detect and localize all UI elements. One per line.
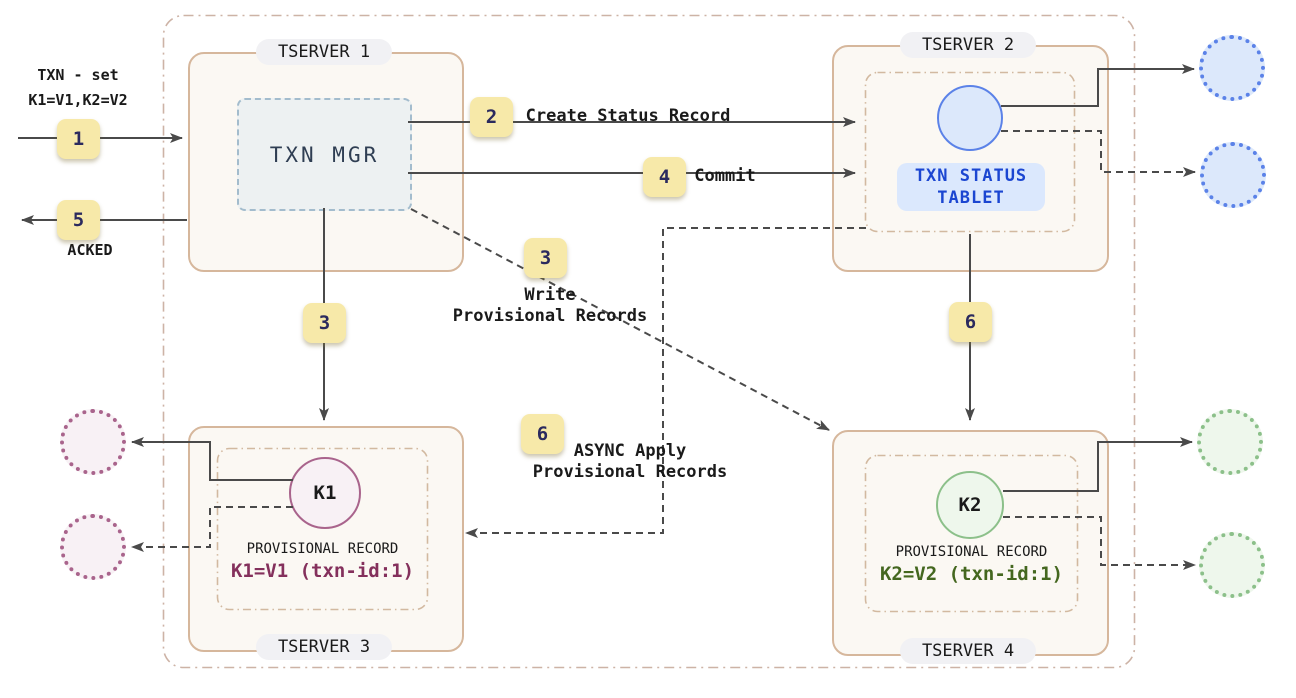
client-request-line1: TXN - set [37, 66, 119, 84]
k2-provisional-record: PROVISIONAL RECORD K2=V2 (txn-id:1) [865, 543, 1078, 587]
txn-status-tablet-circle [937, 85, 1003, 151]
k2-replica-circle-1 [1197, 409, 1263, 475]
tserver2-title: TSERVER 2 [899, 32, 1037, 58]
step-badge-6-async: 6 [521, 414, 564, 454]
write-provisional-line2: Provisional Records [452, 306, 648, 326]
txn-status-tablet-label: TXN STATUS TABLET [897, 163, 1045, 211]
arrow-write-provisional-k2-dashed [410, 208, 830, 431]
txn-mgr-box: TXN MGR [237, 98, 412, 211]
arrow-k2-replicate-2-dashed [1003, 516, 1196, 570]
txn-status-tablet-line1: TXN STATUS [914, 166, 1028, 186]
k1-replica-circle-2 [60, 514, 126, 580]
arrow-status-replicate-2-dashed [1001, 130, 1196, 177]
k1-record-title: PROVISIONAL RECORD [246, 541, 399, 557]
status-replica-circle-2 [1200, 142, 1266, 208]
acked-label: ACKED [67, 241, 113, 259]
tserver3-inner-box [216, 447, 429, 611]
client-request-label: TXN - set K1=V1,K2=V2 [8, 63, 148, 113]
status-replica-circle-1 [1199, 35, 1265, 101]
txn-status-tablet-line2: TABLET [937, 188, 1005, 208]
k1-provisional-record: PROVISIONAL RECORD K1=V1 (txn-id:1) [217, 540, 428, 584]
arrow-status-replicate-1 [1001, 64, 1195, 107]
k2-record-title: PROVISIONAL RECORD [895, 544, 1048, 560]
arrow-async-apply-k1-dashed [465, 227, 866, 538]
step-badge-1: 1 [57, 119, 100, 159]
tserver1-title: TSERVER 1 [255, 39, 393, 65]
tserver4-box [832, 430, 1109, 656]
k2-record-value: K2=V2 (txn-id:1) [879, 563, 1064, 585]
step-badge-4: 4 [643, 157, 686, 197]
tserver3-title: TSERVER 3 [255, 634, 393, 660]
k1-tablet-circle: K1 [289, 457, 361, 529]
step-badge-3-write: 3 [524, 238, 567, 278]
tserver4-title: TSERVER 4 [899, 638, 1037, 664]
step-badge-6-apply: 6 [949, 302, 992, 342]
step-badge-5: 5 [57, 200, 100, 240]
tserver2-inner-box [864, 71, 1076, 233]
cluster-boundary [162, 14, 1136, 669]
arrow-k1-replicate-2-dashed [131, 506, 293, 552]
arrow-k1-replicate-1 [131, 437, 293, 481]
k2-tablet-circle: K2 [936, 471, 1004, 539]
arrow-k2-replicate-1 [1003, 437, 1193, 492]
commit-label: Commit [694, 166, 756, 186]
async-apply-line1: ASYNC Apply [573, 441, 687, 461]
create-status-record-label: Create Status Record [525, 106, 731, 126]
k1-replica-circle-1 [60, 409, 126, 475]
write-provisional-line1: Write [524, 285, 576, 305]
step-badge-2: 2 [470, 97, 513, 137]
async-apply-label: ASYNC Apply Provisional Records [523, 441, 737, 483]
async-apply-line2: Provisional Records [532, 462, 728, 482]
k1-record-value: K1=V1 (txn-id:1) [230, 560, 415, 582]
tserver4-inner-box [864, 454, 1079, 613]
k2-replica-circle-2 [1199, 532, 1265, 598]
client-request-line2: K1=V1,K2=V2 [28, 91, 128, 109]
step-badge-3-apply: 3 [303, 303, 346, 343]
write-provisional-label: Write Provisional Records [443, 285, 657, 327]
